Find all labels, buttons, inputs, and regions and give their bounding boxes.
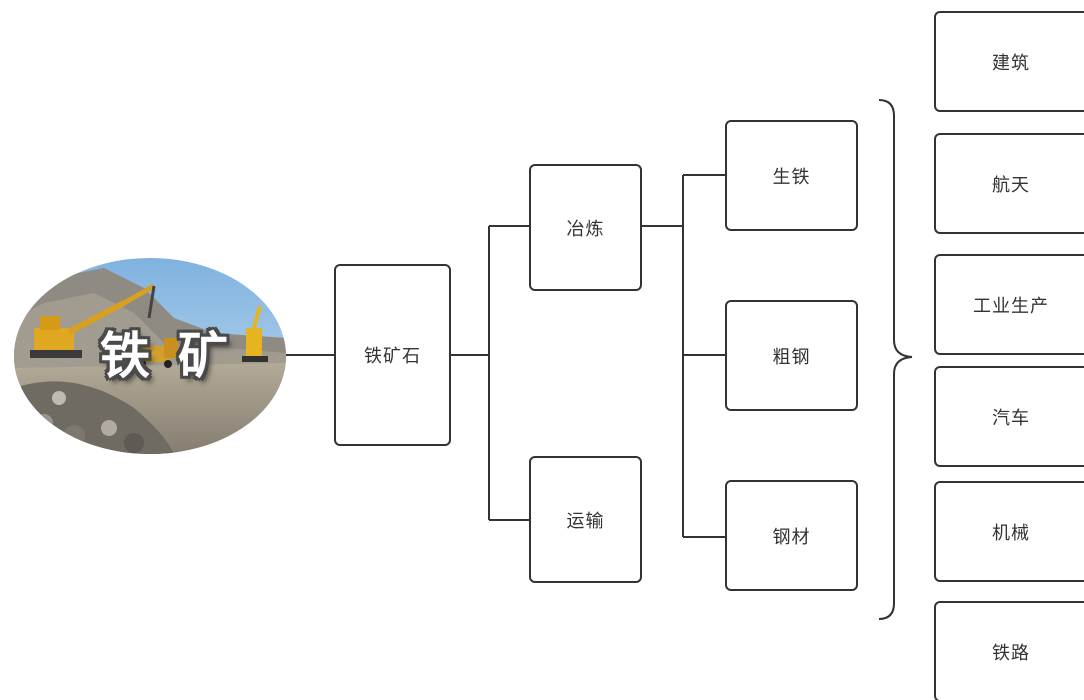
node-transport: 运输 [529,456,642,583]
node-use-industrial-production: 工业生产 [934,254,1084,355]
iron-mine-photo: 铁矿 [14,258,286,454]
node-smelting: 冶炼 [529,164,642,291]
node-iron-ore: 铁矿石 [334,264,451,446]
use-label: 航天 [992,174,1030,196]
use-label: 建筑 [992,52,1030,74]
use-label: 汽车 [992,407,1030,429]
node-use-automobile: 汽车 [934,366,1084,467]
node-use-railway: 铁路 [934,601,1084,700]
use-label: 工业生产 [973,295,1049,317]
photo-title: 铁矿 [100,327,256,385]
node-use-aerospace: 航天 [934,133,1084,234]
node-pig-iron: 生铁 [725,120,858,231]
use-label: 机械 [992,522,1030,544]
node-use-machinery: 机械 [934,481,1084,582]
node-crude-steel: 粗钢 [725,300,858,411]
curly-brace [878,99,913,620]
node-steel-products: 钢材 [725,480,858,591]
node-use-construction: 建筑 [934,11,1084,112]
use-label: 铁路 [992,642,1030,664]
